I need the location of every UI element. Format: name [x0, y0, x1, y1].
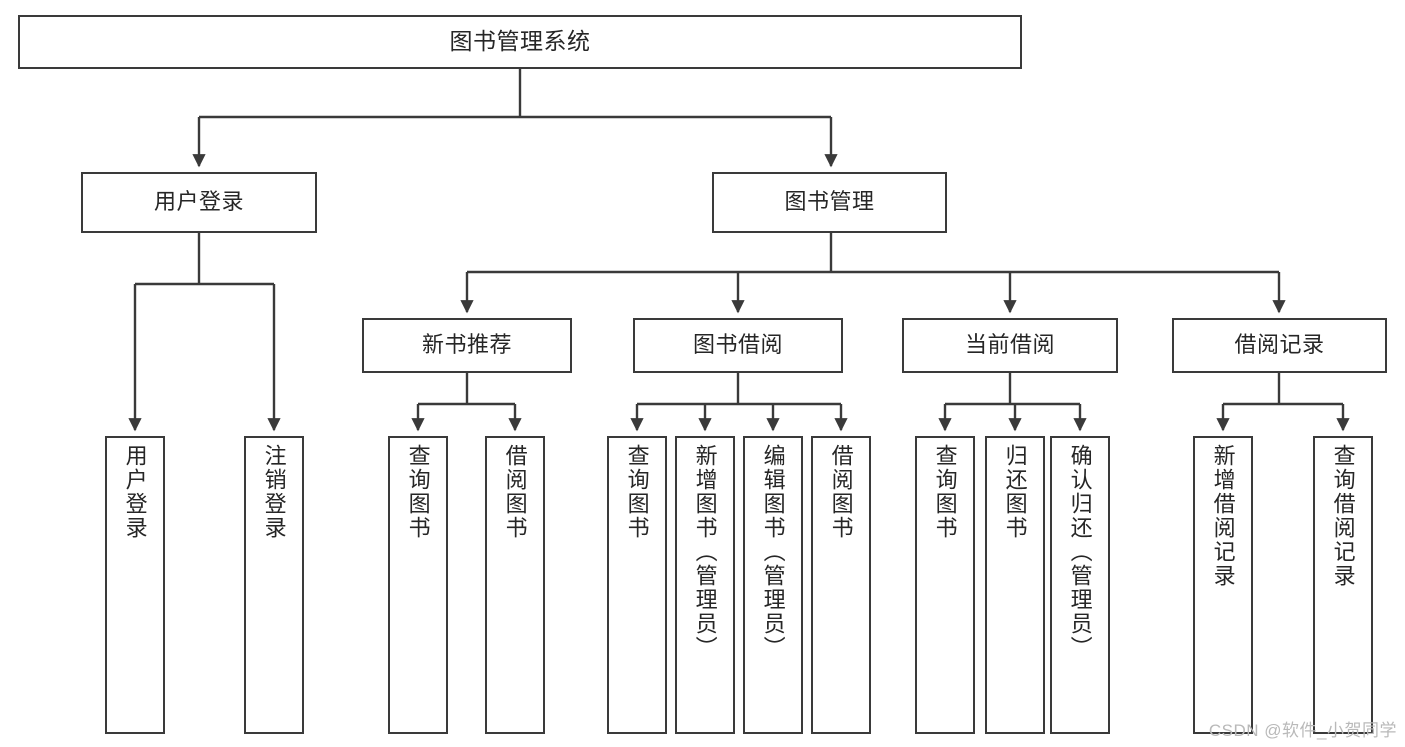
node-leaf-query-book-current[interactable]: 查询图书	[915, 436, 975, 734]
node-leaf-return-book-label: 归还图书	[1002, 444, 1028, 540]
node-leaf-borrow-book-rec[interactable]: 借阅图书	[485, 436, 545, 734]
node-book-borrow[interactable]: 图书借阅	[633, 318, 843, 373]
node-leaf-borrow-book[interactable]: 借阅图书	[811, 436, 871, 734]
node-book-manage-label: 图书管理	[784, 189, 875, 215]
node-leaf-add-record[interactable]: 新增借阅记录	[1193, 436, 1253, 734]
node-current-borrow-label: 当前借阅	[964, 332, 1055, 358]
node-leaf-logout-label: 注销登录	[261, 444, 287, 540]
node-user-login-label: 用户登录	[153, 189, 244, 215]
node-leaf-add-book[interactable]: 新增图书（管理员）	[675, 436, 735, 734]
node-book-manage[interactable]: 图书管理	[712, 172, 947, 233]
node-leaf-query-book-rec[interactable]: 查询图书	[388, 436, 448, 734]
node-borrow-record[interactable]: 借阅记录	[1172, 318, 1387, 373]
node-leaf-query-record[interactable]: 查询借阅记录	[1313, 436, 1373, 734]
node-leaf-borrow-book-rec-label: 借阅图书	[502, 444, 528, 540]
node-leaf-edit-book[interactable]: 编辑图书（管理员）	[743, 436, 803, 734]
node-leaf-edit-book-label: 编辑图书（管理员）	[760, 444, 786, 660]
node-leaf-confirm-return-label: 确认归还（管理员）	[1067, 444, 1093, 660]
node-leaf-add-book-label: 新增图书（管理员）	[692, 444, 718, 660]
node-root[interactable]: 图书管理系统	[18, 15, 1022, 69]
node-leaf-query-book-borrow-label: 查询图书	[624, 444, 650, 540]
node-current-borrow[interactable]: 当前借阅	[902, 318, 1118, 373]
node-leaf-user-login[interactable]: 用户登录	[105, 436, 165, 734]
node-leaf-query-book-rec-label: 查询图书	[405, 444, 431, 540]
node-borrow-record-label: 借阅记录	[1234, 332, 1325, 358]
node-user-login[interactable]: 用户登录	[81, 172, 317, 233]
watermark-text: CSDN @软件_小贺同学	[1208, 721, 1397, 740]
node-new-book-recommend[interactable]: 新书推荐	[362, 318, 572, 373]
node-leaf-add-record-label: 新增借阅记录	[1210, 444, 1236, 588]
node-leaf-confirm-return[interactable]: 确认归还（管理员）	[1050, 436, 1110, 734]
node-leaf-logout[interactable]: 注销登录	[244, 436, 304, 734]
node-leaf-return-book[interactable]: 归还图书	[985, 436, 1045, 734]
node-leaf-query-book-borrow[interactable]: 查询图书	[607, 436, 667, 734]
node-book-borrow-label: 图书借阅	[692, 332, 783, 358]
node-leaf-user-login-label: 用户登录	[122, 444, 148, 540]
node-new-book-recommend-label: 新书推荐	[421, 332, 512, 358]
node-leaf-borrow-book-label: 借阅图书	[828, 444, 854, 540]
node-leaf-query-book-current-label: 查询图书	[932, 444, 958, 540]
node-root-label: 图书管理系统	[449, 28, 591, 55]
node-leaf-query-record-label: 查询借阅记录	[1330, 444, 1356, 588]
